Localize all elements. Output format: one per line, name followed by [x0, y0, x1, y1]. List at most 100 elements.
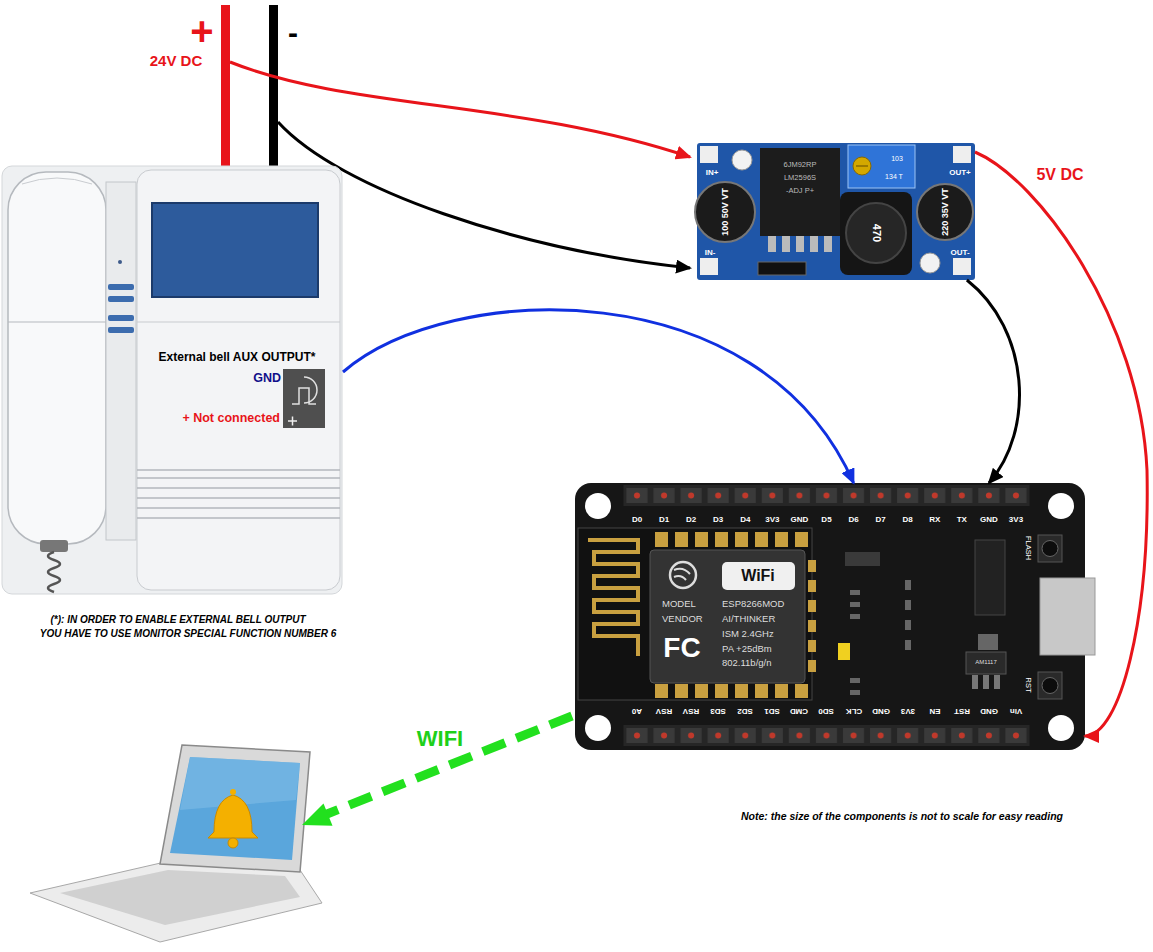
nodemcu-board-art	[808, 620, 816, 632]
module-marking: VENDOR	[662, 614, 703, 624]
nodemcu-board-art	[1042, 678, 1058, 694]
buck-converter-art	[856, 165, 868, 167]
laptop-art	[228, 838, 238, 848]
capacitor-marking: 100 50V VT	[721, 188, 730, 236]
buck-converter-art	[953, 258, 971, 275]
wifi-link	[302, 716, 572, 826]
nodemcu-board-art	[575, 483, 1095, 750]
potentiometer-marking: 134 T	[885, 173, 903, 180]
pin-name: D3	[713, 516, 723, 524]
intercom-monitor-art	[152, 203, 318, 297]
buck-converter-art	[848, 145, 915, 188]
nodemcu-board-art	[575, 483, 1085, 750]
nodemcu-board-art	[905, 600, 911, 610]
buck-converter-art	[953, 146, 971, 163]
chip-marking: AM1117	[975, 659, 996, 665]
nodemcu-board-art	[808, 660, 816, 672]
intercom-monitor-art	[118, 260, 122, 264]
logo-text: WiFi	[741, 568, 775, 584]
button-label: RST	[1024, 678, 1032, 693]
power-wires	[269, 5, 278, 166]
nodemcu-board-art	[850, 614, 860, 619]
intercom-monitor-art	[108, 296, 134, 302]
intercom-monitor-art	[108, 284, 134, 290]
intercom-monitor-art	[137, 477, 340, 479]
pin-name: GND	[253, 372, 281, 385]
pin-name: RSV	[656, 707, 672, 715]
nodemcu-board-art	[850, 678, 860, 683]
module-marking: 802.11b/g/n	[722, 658, 771, 668]
capacitor-marking: 220 35V VT	[941, 188, 950, 236]
nodemcu-board-art	[1040, 578, 1095, 655]
intercom-monitor-art	[137, 170, 340, 590]
intercom-monitor-art	[2, 166, 342, 594]
intercom-monitor-art	[292, 388, 316, 404]
buck-converter-art	[758, 262, 806, 275]
intercom-monitor-art	[292, 417, 294, 426]
pin-name: D8	[903, 516, 913, 524]
nodemcu-board-art	[674, 569, 690, 580]
intercom-monitor: External bell AUX OUTPUT*GND+ Not connec…	[0, 165, 343, 595]
module-marking: AI/THINKER	[722, 614, 775, 624]
pin-name: D4	[740, 516, 750, 524]
pin-name: SD3	[710, 707, 726, 715]
nodemcu-board-art	[808, 600, 816, 612]
buck-converter-art	[695, 182, 755, 242]
module-marking: ISM 2.4GHz	[722, 629, 774, 639]
nodemcu-board-art	[1042, 541, 1058, 557]
buck-converter-art	[796, 236, 804, 252]
pin-name: EN	[929, 707, 940, 715]
pin-name: D5	[821, 516, 831, 524]
nodemcu-board-art	[905, 580, 911, 590]
pin-name: D7	[876, 516, 886, 524]
intercom-monitor-art	[283, 369, 325, 428]
port-title: External bell AUX OUTPUT*	[159, 351, 316, 363]
nodemcu-board-art	[1038, 535, 1062, 562]
nodemcu-board: D0D1D2D3D43V3GNDD5D6D7D8RXTXGND3V3A0RSVR…	[575, 483, 1085, 750]
buck-converter-art	[853, 157, 871, 175]
pin-name: RSV	[683, 707, 699, 715]
pin-name: GND	[791, 516, 809, 524]
nodemcu-board-art	[585, 493, 611, 519]
nodemcu-board-art	[670, 562, 696, 588]
voltage-label: 24V DC	[150, 53, 203, 68]
buck-converter-art	[824, 236, 832, 252]
pin-name: 3V3	[901, 707, 915, 715]
intercom-monitor-art	[137, 487, 340, 489]
pin-name: D0	[632, 516, 642, 524]
chip-marking: LM2596S	[784, 174, 816, 182]
buck-converter-art	[920, 253, 940, 273]
nodemcu-board-art	[983, 675, 989, 689]
nodemcu-board-art	[650, 528, 810, 700]
intercom-monitor-art	[108, 327, 134, 333]
pin-name: IN+	[706, 169, 719, 177]
module-marking: MODEL	[662, 599, 696, 609]
chip-marking: -ADJ P+	[786, 187, 814, 195]
logo-text: FC	[663, 634, 700, 662]
nodemcu-board-art	[624, 485, 1030, 746]
buck-converter-art	[917, 184, 973, 240]
buck-converter-art	[810, 236, 818, 252]
buck-converter-art	[760, 148, 840, 236]
pin-name: 3V3	[765, 516, 779, 524]
pin-name: TX	[957, 516, 967, 524]
pin-name: GND	[980, 516, 998, 524]
laptop-art	[230, 789, 236, 795]
buck-converter-art	[782, 236, 790, 252]
laptop-art	[208, 795, 258, 838]
pin-name: RST	[954, 707, 970, 715]
nodemcu-board-art	[972, 675, 978, 689]
pin-name: IN-	[705, 249, 716, 257]
footnote: (*): IN ORDER TO ENABLE EXTERNAL BELL OU…	[50, 615, 305, 625]
nodemcu-board-art	[850, 690, 860, 695]
pin-name: D1	[659, 516, 669, 524]
footnote: YOU HAVE TO USE MONITOR SPECIAL FUNCTION…	[40, 629, 337, 639]
buck-converter-art	[840, 192, 912, 275]
laptop-art	[160, 745, 310, 872]
nodemcu-board-art	[585, 715, 611, 741]
buck-converter-art	[768, 236, 776, 252]
buck-converter-art	[732, 150, 752, 170]
nodemcu-board-art	[966, 652, 1006, 674]
